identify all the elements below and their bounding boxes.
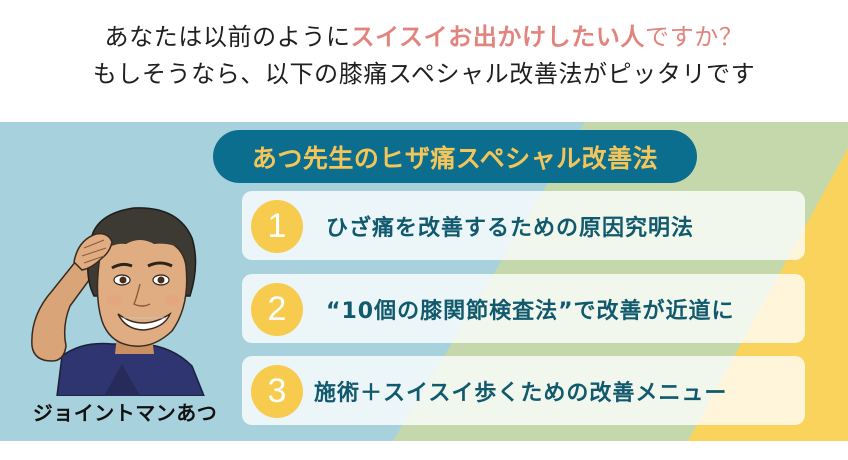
headline-suffix: ですか？ xyxy=(645,23,744,51)
headline-emphasis: スイスイお出かけしたい人 xyxy=(350,23,646,51)
headline-line-1: あなたは以前のようにスイスイお出かけしたい人ですか？ xyxy=(0,17,848,52)
feature-band: ジョイントマンあつ あつ先生のヒザ痛スペシャル改善法 1 ひざ痛を改善するための… xyxy=(0,122,848,441)
mascot-illustration xyxy=(22,196,212,400)
headline-prefix: あなたは以前のように xyxy=(104,23,351,51)
feature-item-2: 2 “10個の膝関節検査法”で改善が近道に xyxy=(242,274,805,343)
feature-item-3: 3 施術＋スイスイ歩くための改善メニュー xyxy=(242,356,805,425)
feature-item-1: 1 ひざ痛を改善するための原因究明法 xyxy=(242,191,805,260)
feature-item-3-text: 施術＋スイスイ歩くための改善メニュー xyxy=(314,380,728,406)
number-badge-2: 2 xyxy=(251,283,303,336)
feature-item-2-text: “10個の膝関節検査法”で改善が近道に xyxy=(326,298,735,324)
banner-title-pill: あつ先生のヒザ痛スペシャル改善法 xyxy=(213,130,697,183)
feature-item-1-text: ひざ痛を改善するための原因究明法 xyxy=(326,215,695,241)
banner-title: あつ先生のヒザ痛スペシャル改善法 xyxy=(251,143,659,173)
mascot-name: ジョイントマンあつ xyxy=(32,401,218,425)
headline-line-2: もしそうなら、以下の膝痛スペシャル改善法がピッタリです xyxy=(92,60,756,88)
number-badge-3: 3 xyxy=(251,365,303,418)
saluting-man-icon xyxy=(31,207,206,397)
number-badge-1: 1 xyxy=(251,200,303,253)
